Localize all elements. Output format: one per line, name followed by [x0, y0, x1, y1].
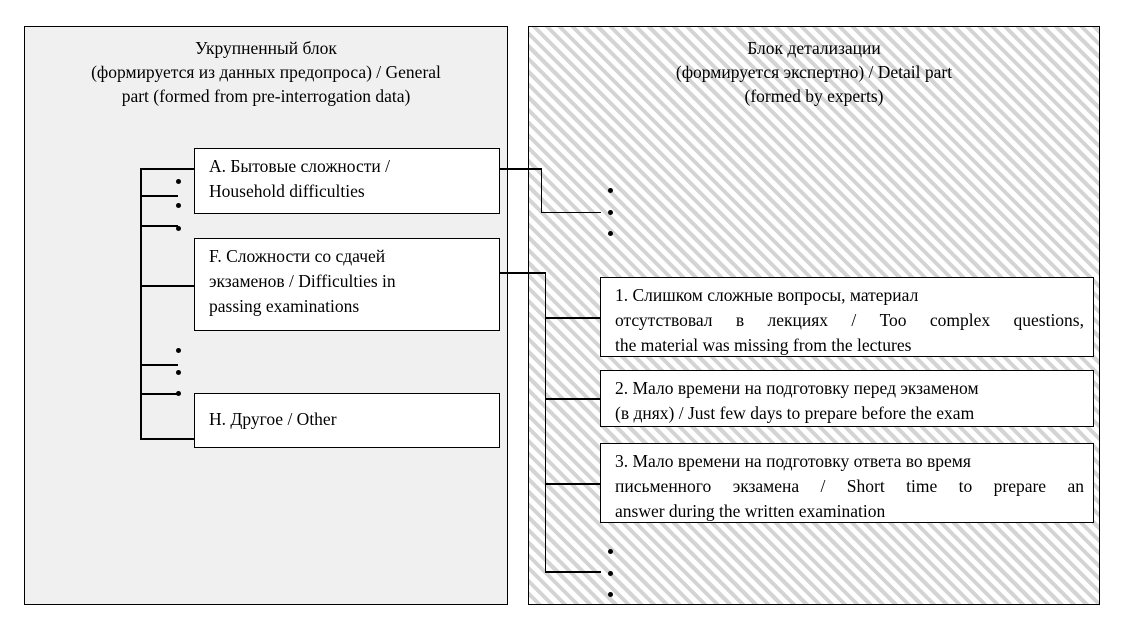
connector-a-in [540, 211, 601, 213]
ellipsis-detail-bottom [607, 549, 613, 597]
node-detail-3-line-1: 3. Мало времени на подготовку ответа во … [615, 451, 971, 471]
node-general-h[interactable]: H. Другое / Other [194, 393, 500, 448]
ellipsis-dot [175, 348, 181, 353]
detail-tree-branch-3 [544, 483, 601, 485]
ellipsis-general-lower [175, 348, 181, 396]
left-tree-branch-h [140, 438, 195, 440]
node-general-a-line-1: A. Бытовые сложности / [209, 156, 390, 176]
ellipsis-dot [607, 209, 613, 215]
node-detail-1-line-1: 1. Слишком сложные вопросы, материал [615, 285, 919, 305]
ellipsis-general-upper [175, 179, 181, 231]
node-detail-3[interactable]: 3. Мало времени на подготовку ответа во … [600, 443, 1094, 523]
ellipsis-dot [175, 179, 181, 184]
ellipsis-detail-a [607, 188, 613, 236]
left-tree-branch-ellipsis-upper-1 [140, 195, 178, 197]
panel-general-title-line-2: (формируется из данных предопроса) / Gen… [91, 62, 441, 82]
panel-detail-title: Блок детализации (формируется экспертно)… [529, 36, 1099, 108]
panel-general-title-line-3: part (formed from pre-interrogation data… [121, 86, 411, 106]
ellipsis-dot [175, 202, 181, 208]
ellipsis-dot [607, 592, 613, 597]
left-tree-spine [140, 168, 142, 439]
node-detail-1-line-2: отсутствовал в лекциях / Too complex que… [615, 310, 1084, 330]
left-tree-branch-f [140, 285, 195, 287]
node-detail-3-line-3: answer during the written examination [615, 501, 886, 521]
node-general-f[interactable]: F. Сложности со сдачей экзаменов / Diffi… [194, 238, 500, 331]
ellipsis-dot [175, 226, 181, 231]
detail-tree-branch-1 [544, 317, 601, 319]
left-tree-branch-ellipsis-lower-1 [140, 364, 178, 366]
ellipsis-dot [607, 570, 613, 576]
left-tree-branch-ellipsis-lower-2 [140, 393, 178, 395]
panel-general-title-line-1: Укрупненный блок [195, 38, 337, 58]
detail-tree-branch-ellipsis [544, 571, 601, 573]
panel-detail-title-line-3: (formed by experts) [744, 86, 884, 106]
node-general-f-line-3: passing examinations [209, 296, 360, 316]
ellipsis-dot [175, 391, 181, 396]
connector-a-out [500, 168, 542, 170]
ellipsis-dot [607, 549, 613, 554]
node-detail-1[interactable]: 1. Слишком сложные вопросы, материал отс… [600, 277, 1094, 357]
connector-a-drop [540, 168, 542, 213]
left-tree-branch-ellipsis-upper-2 [140, 225, 178, 227]
node-detail-2[interactable]: 2. Мало времени на подготовку перед экза… [600, 370, 1094, 427]
node-general-f-line-1: F. Сложности со сдачей [209, 246, 386, 266]
panel-general-title: Укрупненный блок (формируется из данных … [25, 36, 507, 108]
connector-f-out [500, 272, 546, 274]
node-general-a[interactable]: A. Бытовые сложности / Household difficu… [194, 148, 500, 214]
panel-detail-title-line-2: (формируется экспертно) / Detail part [675, 62, 953, 82]
node-general-a-line-2: Household difficulties [209, 181, 365, 201]
node-detail-2-line-1: 2. Мало времени на подготовку перед экза… [615, 378, 979, 398]
ellipsis-dot [607, 231, 613, 236]
node-general-h-line-1: H. Другое / Other [209, 409, 337, 429]
node-detail-3-line-2: письменного экзамена / Short time to pre… [615, 476, 1084, 496]
node-general-f-line-2: экзаменов / Difficulties in [209, 271, 396, 291]
node-detail-2-line-2: (в днях) / Just few days to prepare befo… [615, 403, 975, 423]
panel-detail-title-line-1: Блок детализации [747, 38, 881, 58]
ellipsis-dot [607, 188, 613, 193]
left-tree-branch-a [140, 168, 195, 170]
node-detail-1-line-3: the material was missing from the lectur… [615, 335, 912, 355]
ellipsis-dot [175, 369, 181, 375]
detail-tree-branch-2 [544, 398, 601, 400]
detail-tree-spine [544, 272, 546, 572]
